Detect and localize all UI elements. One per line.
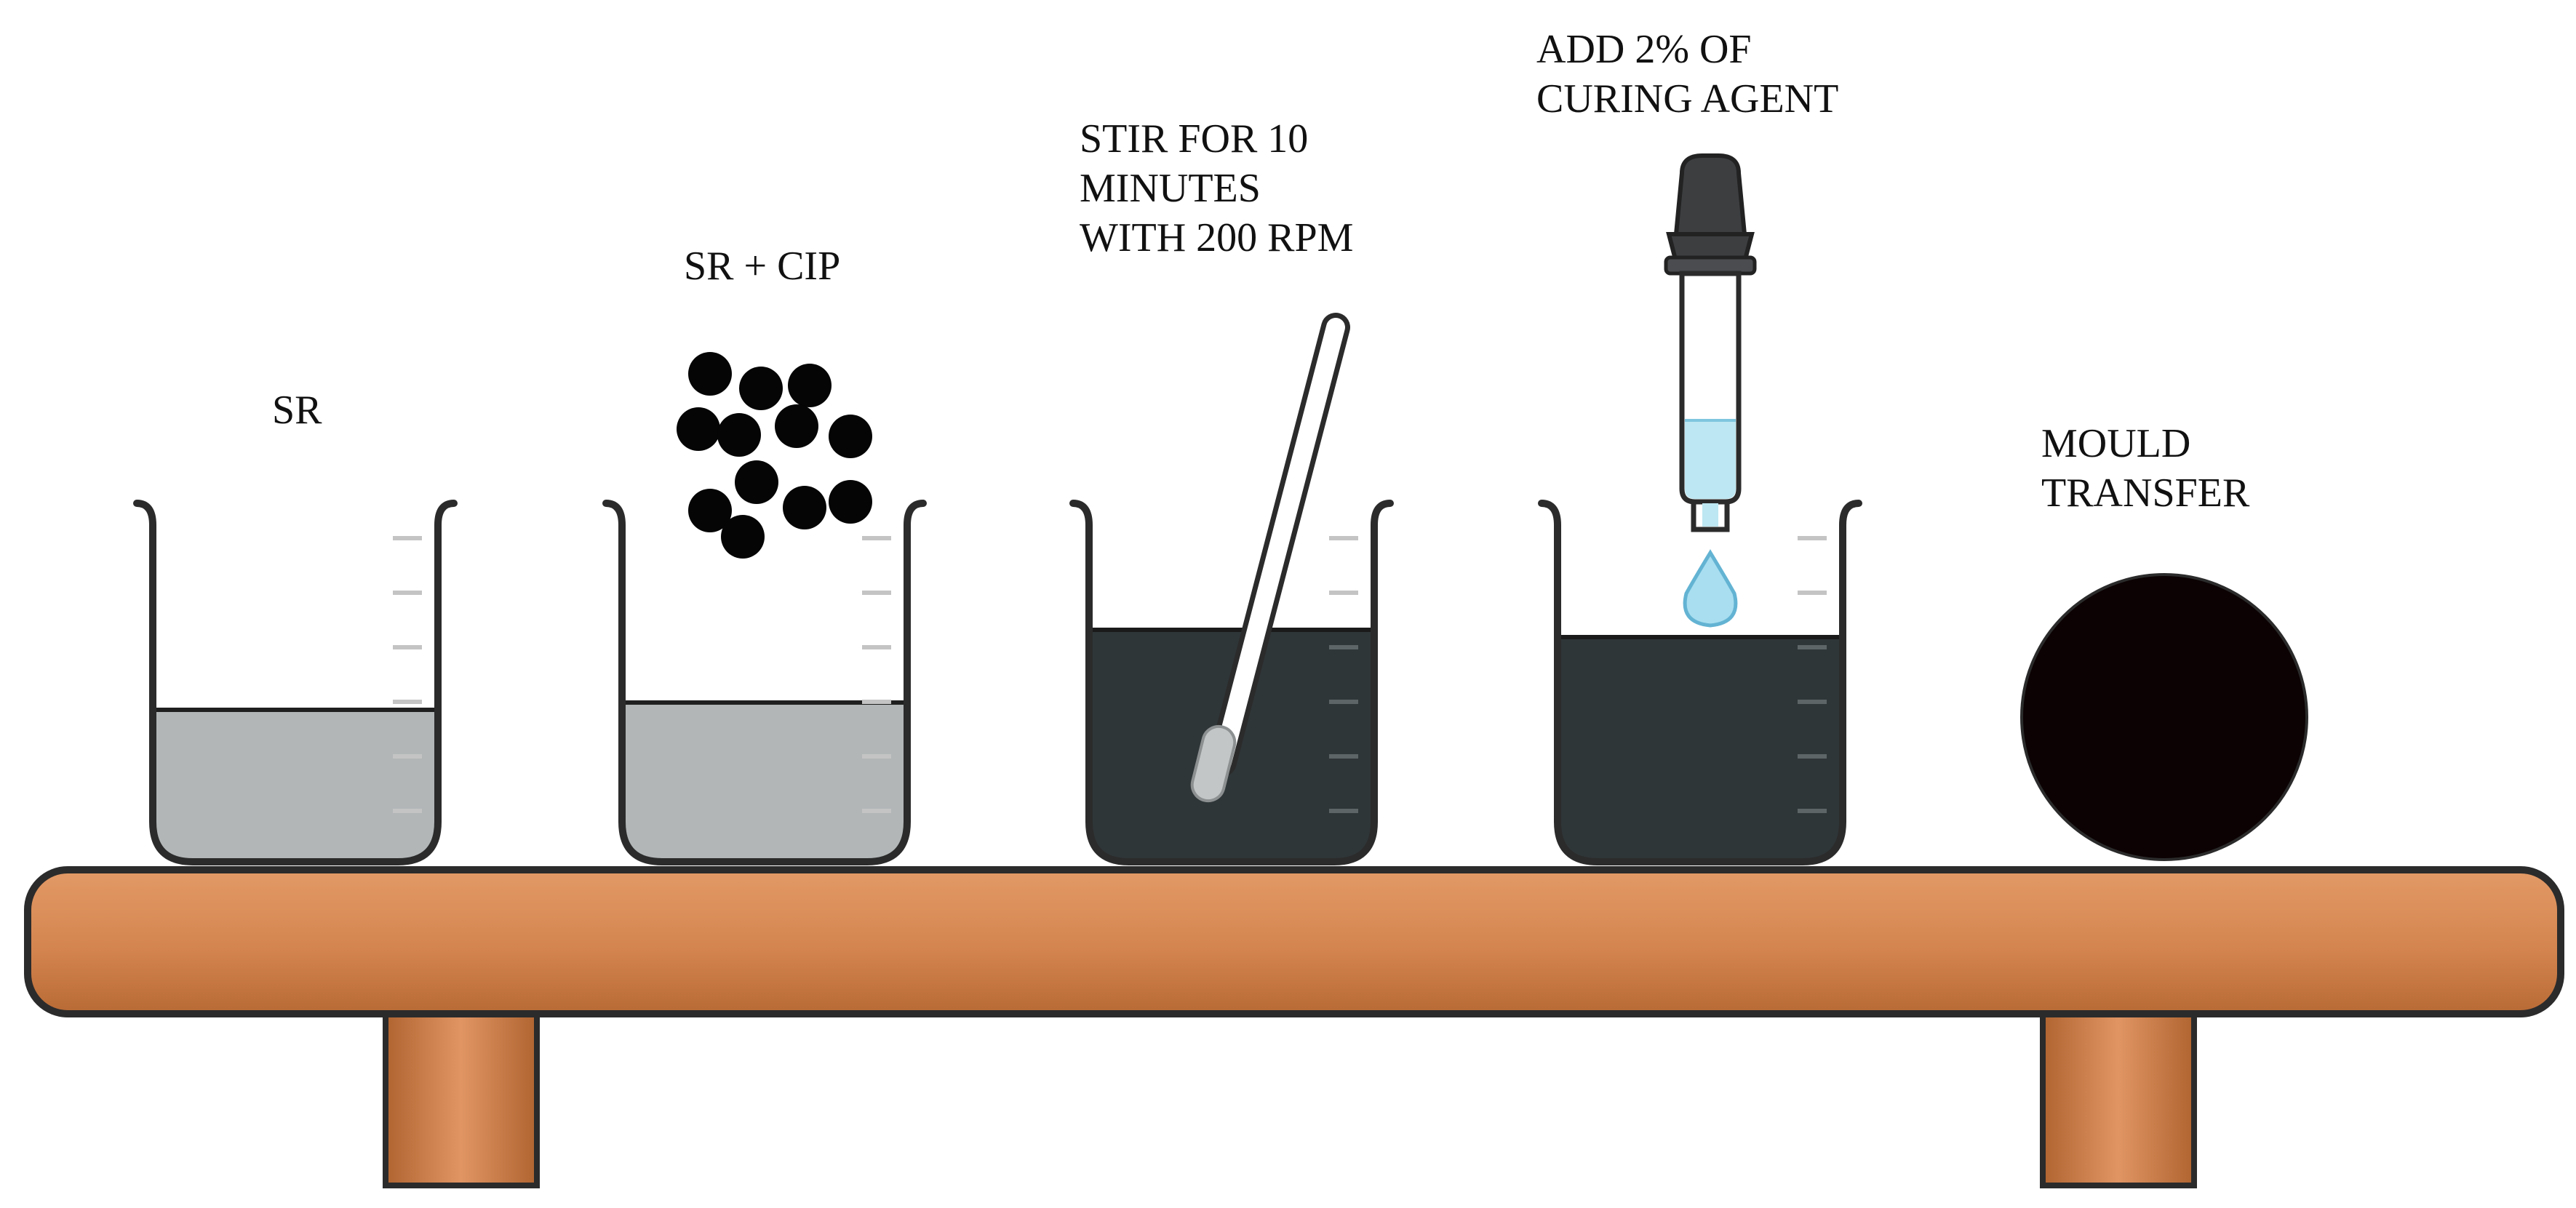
label-line: MINUTES [1080, 166, 1261, 211]
label-line: CURING AGENT [1536, 76, 1839, 121]
drop-icon [1683, 549, 1738, 628]
label-line: SR + CIP [684, 244, 841, 289]
beaker-liquid [153, 710, 438, 862]
stir-rod-icon [1190, 313, 1350, 803]
label-line: WITH 200 RPM [1080, 215, 1354, 260]
beaker-outline [1069, 500, 1394, 865]
beaker-outline [133, 500, 458, 865]
beaker-liquid [622, 703, 907, 862]
label-mould: MOULD TRANSFER [2041, 419, 2249, 518]
label-sr-cip: SR + CIP [684, 241, 840, 291]
label-curing: ADD 2% OF CURING AGENT [1536, 25, 1838, 124]
beaker-liquid [1558, 637, 1843, 862]
shelf-leg-left [383, 1008, 540, 1188]
beaker-curing [1538, 500, 1862, 865]
beaker-outline [1538, 500, 1862, 865]
shelf-leg-right [2040, 1008, 2197, 1188]
beaker-outline [602, 500, 927, 865]
label-line: ADD 2% OF [1536, 27, 1752, 72]
shelf [24, 866, 2564, 1188]
particles-icon [677, 352, 872, 559]
label-sr: SR [272, 385, 322, 435]
label-line: STIR FOR 10 [1080, 116, 1309, 161]
beaker-sr-cip [602, 500, 927, 865]
label-line: TRANSFER [2041, 471, 2250, 516]
label-line: SR [272, 388, 322, 433]
dropper-icon [1664, 153, 1757, 532]
shelf-board [24, 866, 2564, 1017]
beaker-sr [133, 500, 458, 865]
mould-sphere-icon [2020, 573, 2308, 861]
label-stir: STIR FOR 10 MINUTES WITH 200 RPM [1080, 114, 1353, 263]
label-line: MOULD [2041, 421, 2191, 466]
